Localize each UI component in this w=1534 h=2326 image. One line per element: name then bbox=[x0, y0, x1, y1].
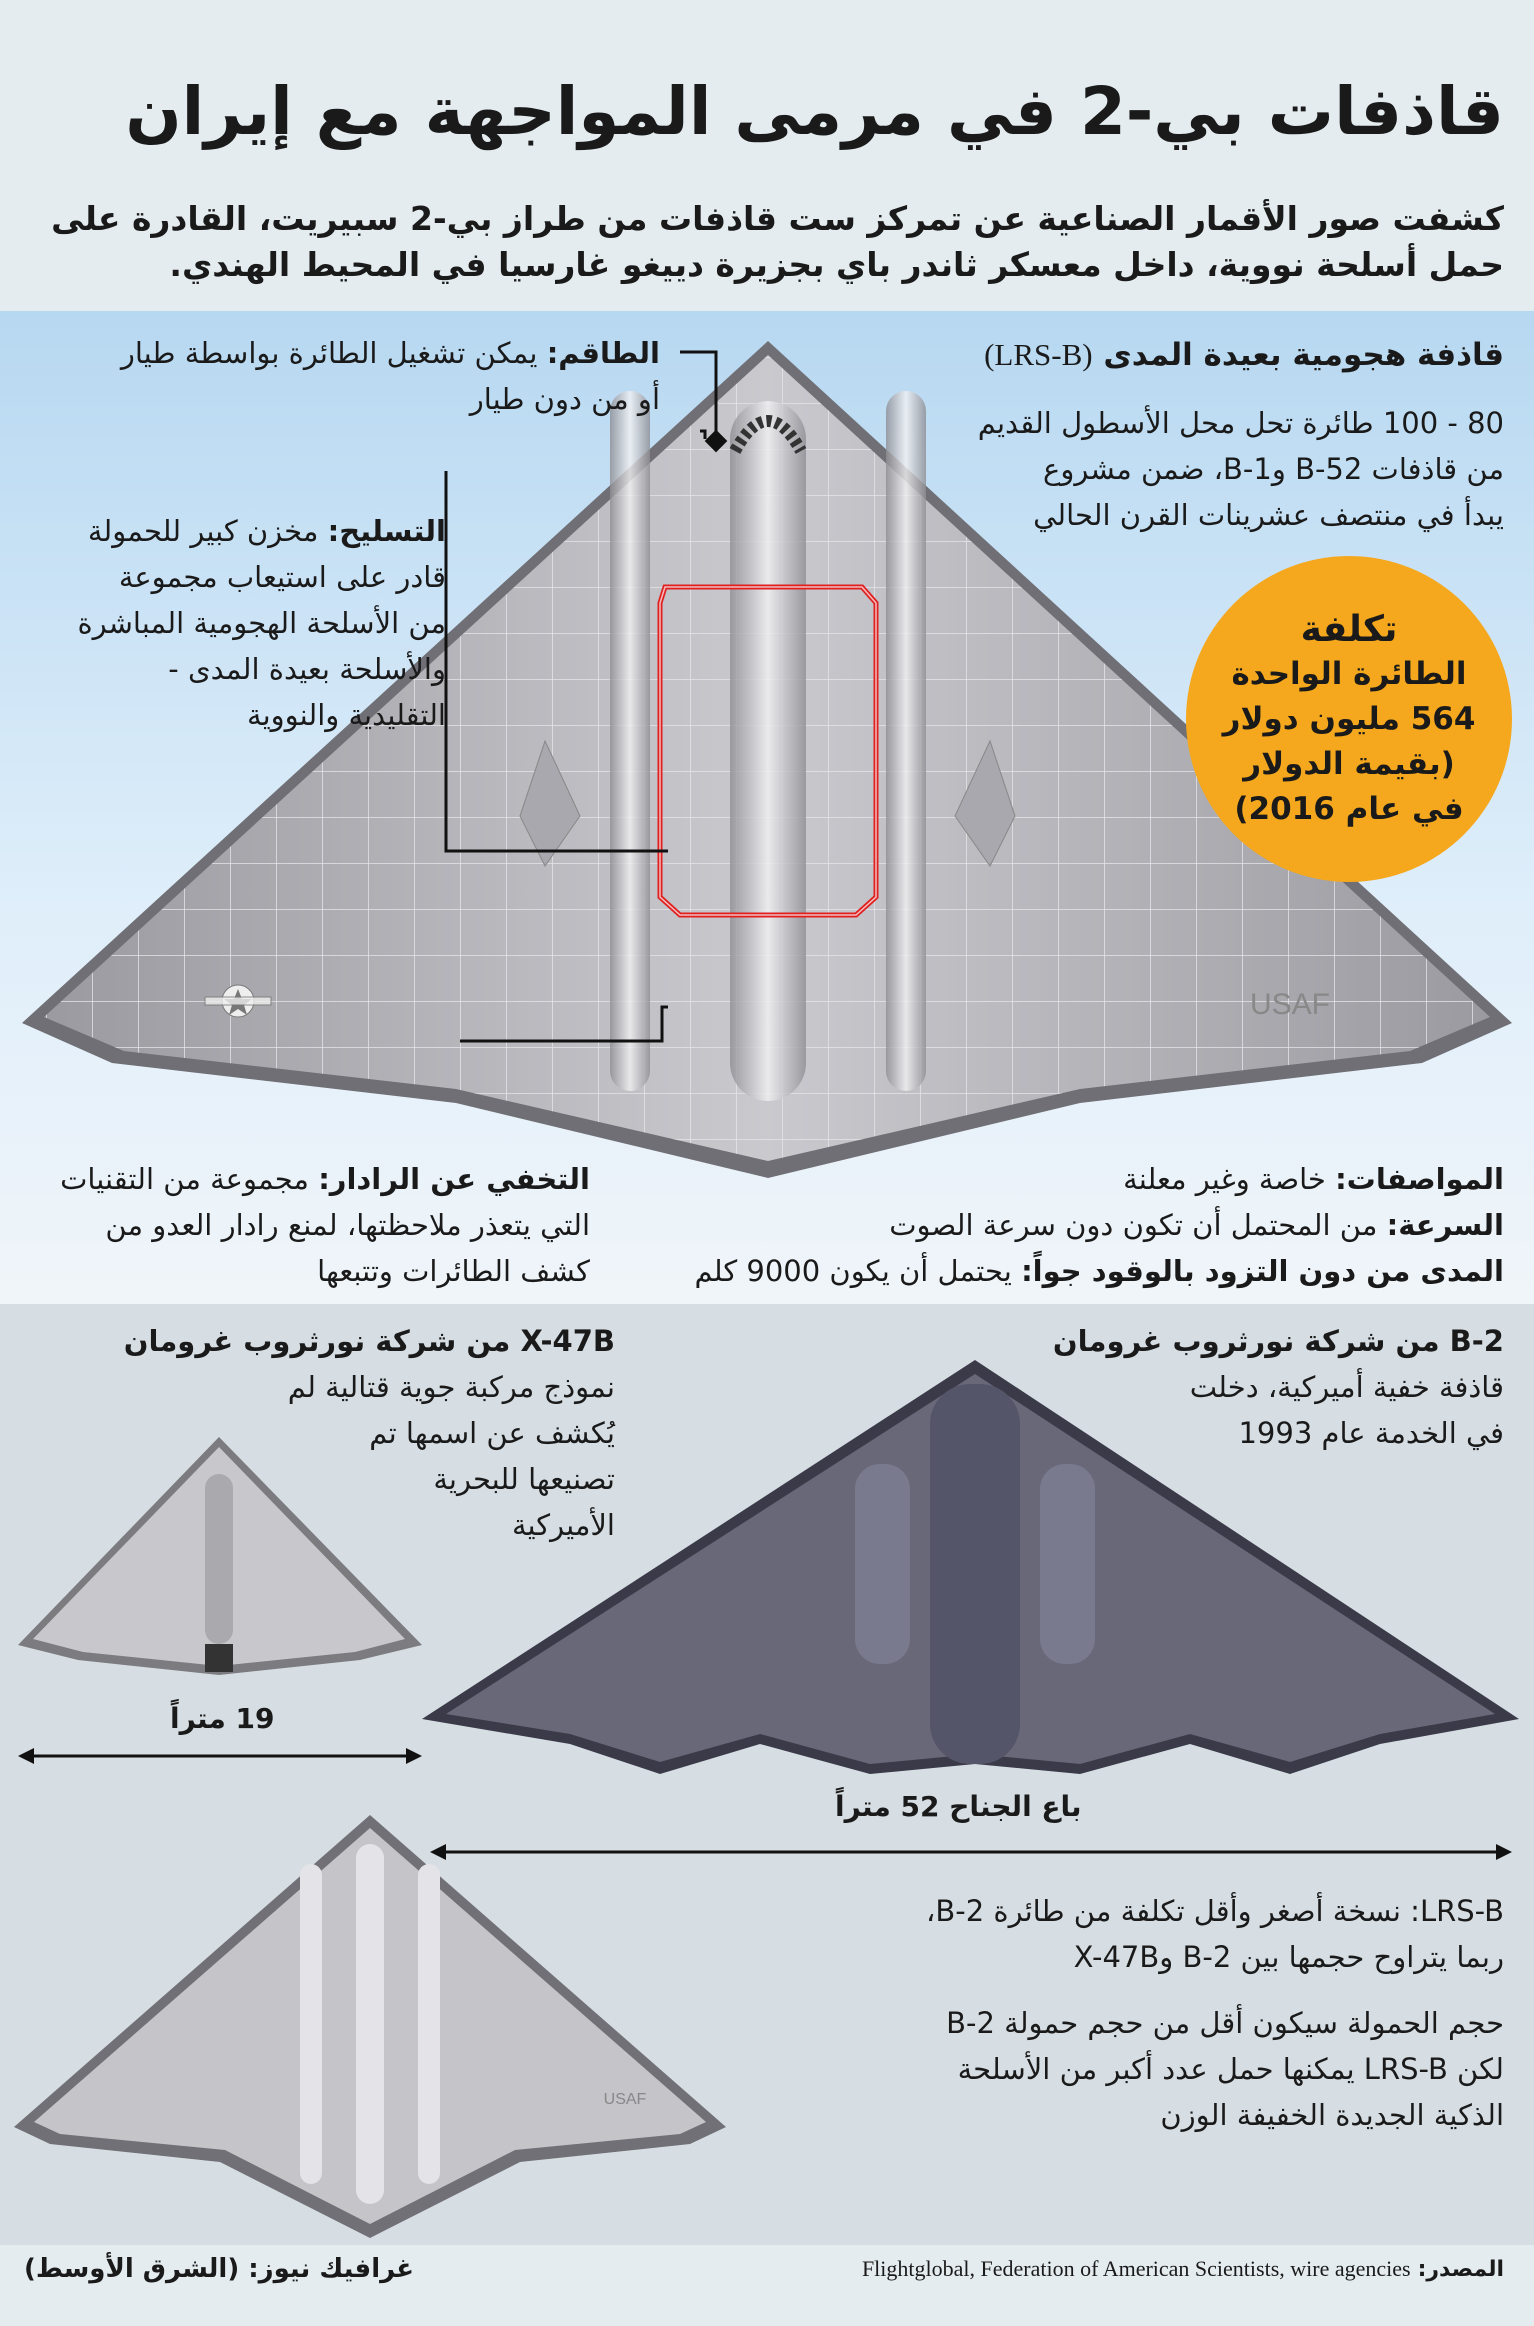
intro-text: كشفت صور الأقمار الصناعية عن تمركز ست قا… bbox=[51, 199, 1504, 284]
x47b-wingspan-label: 19 متراً bbox=[170, 1702, 275, 1735]
lrsb-compare-text-1: LRS-B: نسخة أصغر وأقل تكلفة من طائرة B-2… bbox=[926, 1894, 1504, 1974]
lrsb-aircraft-illustration: USAF bbox=[22, 341, 1512, 1178]
usaf-roundel-icon bbox=[204, 984, 272, 1018]
b2-wingspan-label: باع الجناح 52 متراً bbox=[835, 1790, 1082, 1823]
b2-span-arrow bbox=[430, 1844, 1512, 1860]
footer bbox=[0, 2245, 1534, 2326]
usaf-marking: USAF bbox=[1250, 988, 1330, 1021]
comparison-illustrations: USAF bbox=[14, 1360, 1519, 2238]
graphic-credit: غرافيك نيوز: (الشرق الأوسط) bbox=[24, 2254, 415, 2284]
header bbox=[0, 0, 1534, 311]
lrsb-small-aircraft: USAF bbox=[14, 1815, 726, 2238]
armament-note: التسليح: مخزن كبير للحمولة قادر على استي… bbox=[77, 514, 446, 732]
lrsb-heading: قاذفة هجومية بعيدة المدى (LRS-B) bbox=[984, 337, 1504, 373]
x47b-aircraft bbox=[18, 1437, 422, 1675]
page-title: قاذفات بي-2 في مرمى المواجهة مع إيران bbox=[125, 73, 1505, 150]
b2-aircraft bbox=[422, 1360, 1519, 1774]
x47b-span-arrow bbox=[18, 1748, 422, 1764]
source-note: المصدر: Flightglobal, Federation of Amer… bbox=[861, 2256, 1504, 2282]
specs-note: المواصفات: خاصة وغير معلنة السرعة: من ال… bbox=[694, 1162, 1504, 1288]
small-usaf-marking: USAF bbox=[604, 2091, 647, 2108]
